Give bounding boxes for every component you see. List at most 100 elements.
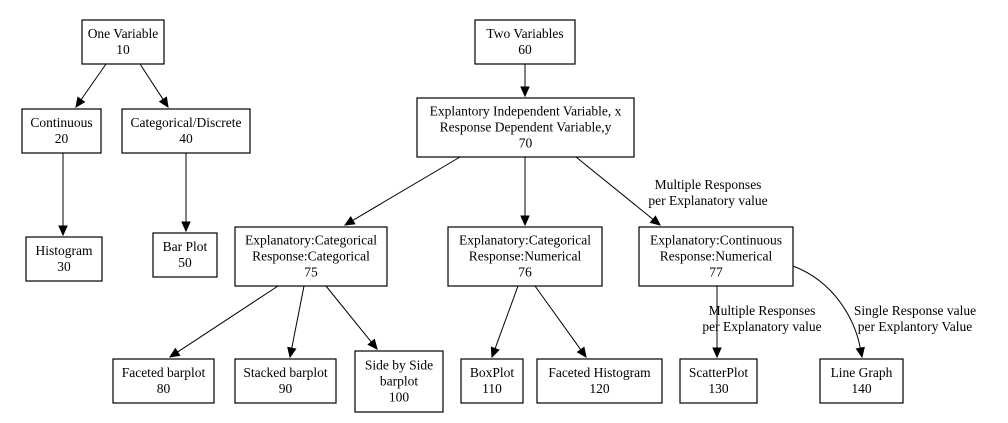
- edge-line: [325, 285, 372, 343]
- edge-75-to-80: [168, 285, 279, 358]
- arrowhead: [168, 347, 181, 358]
- edge-77-to-130: [712, 286, 722, 359]
- arrowhead: [367, 338, 378, 350]
- node-label-line: BoxPlot: [470, 365, 515, 380]
- node-number: 50: [178, 255, 192, 270]
- edge-70-to-75: [343, 156, 461, 226]
- edge-label-line: per Explanatory value: [702, 319, 821, 334]
- node-box: [447, 226, 603, 287]
- node-label-line: Explanatory:Categorical: [459, 233, 591, 248]
- arrowhead: [520, 86, 530, 98]
- edge-10-to-20: [75, 63, 107, 109]
- node-label-line: Faceted barplot: [122, 365, 206, 380]
- node-label-line: Categorical/Discrete: [131, 115, 242, 130]
- node-number: 90: [279, 381, 293, 396]
- edge-60-to-70: [520, 64, 530, 98]
- node-box: [474, 19, 576, 65]
- edge-line: [494, 285, 519, 349]
- node-number: 30: [57, 259, 71, 274]
- node-label-line: Response:Numerical: [660, 249, 773, 264]
- edge-76-to-120: [534, 285, 587, 358]
- node-number: 140: [851, 381, 872, 396]
- node-label-line: barplot: [380, 374, 418, 389]
- node-box: [416, 97, 635, 158]
- node-number: 40: [179, 131, 193, 146]
- node-box: [234, 358, 337, 404]
- node-number: 70: [519, 136, 533, 151]
- node-number: 75: [304, 265, 318, 280]
- edge-70-to-77: [575, 156, 661, 226]
- edge-40-to-50: [181, 153, 191, 233]
- edge-line: [534, 285, 582, 350]
- node-number: 77: [709, 265, 723, 280]
- node-box: [536, 358, 663, 404]
- node-box: [234, 226, 388, 287]
- edge-line: [575, 156, 654, 220]
- node-box: [121, 108, 251, 154]
- edge-label-line: per Explantory Value: [858, 319, 972, 334]
- node-box: [638, 226, 794, 287]
- node-label-line: Bar Plot: [163, 239, 208, 254]
- arrowhead: [576, 346, 587, 358]
- node-number: 110: [482, 381, 502, 396]
- arrowhead: [343, 216, 356, 226]
- edge-20-to-30: [58, 153, 68, 237]
- node-label-line: Histogram: [36, 243, 93, 258]
- arrowhead: [855, 346, 865, 359]
- node-76: Explanatory:CategoricalResponse:Numerica…: [447, 226, 603, 287]
- node-number: 80: [157, 381, 171, 396]
- node-70: Explantory Independent Variable, xRespon…: [416, 97, 635, 158]
- node-box: [460, 358, 524, 404]
- node-label-line: Continuous: [30, 115, 92, 130]
- edge-75-to-100: [325, 285, 378, 350]
- edge-10-to-40: [139, 63, 169, 109]
- node-75: Explanatory:CategoricalResponse:Categori…: [234, 226, 388, 287]
- edge-line: [352, 156, 461, 221]
- node-box: [819, 358, 904, 404]
- node-number: 130: [708, 381, 729, 396]
- edge-label-line: per Explanatory value: [648, 193, 767, 208]
- node-box: [152, 232, 218, 278]
- node-label-line: One Variable: [88, 26, 159, 41]
- node-box: [25, 236, 103, 282]
- arrowhead: [712, 347, 722, 359]
- edge-line: [291, 285, 305, 349]
- edge-line: [80, 63, 107, 100]
- node-label-line: Stacked barplot: [243, 365, 328, 380]
- edge-line: [792, 265, 861, 349]
- edge-line: [139, 63, 164, 100]
- edge-76-to-110: [490, 285, 519, 359]
- edge-70-to-76: [520, 157, 530, 227]
- node-label-line: Explantory Independent Variable, x: [430, 104, 622, 119]
- node-box: [112, 358, 215, 404]
- node-label-line: Faceted Histogram: [548, 365, 651, 380]
- arrowhead: [181, 221, 191, 233]
- node-label-line: Explanatory:Continuous: [650, 233, 782, 248]
- node-label-line: Response:Numerical: [469, 249, 582, 264]
- edge-label-line: Single Response value: [854, 303, 976, 318]
- node-number: 10: [116, 42, 130, 57]
- node-box: [679, 358, 758, 404]
- node-number: 120: [589, 381, 610, 396]
- node-77: Explanatory:ContinuousResponse:Numerical…: [638, 226, 794, 287]
- node-box: [81, 19, 165, 65]
- node-label-line: Response Dependent Variable,y: [440, 120, 612, 135]
- node-label-line: Line Graph: [831, 365, 893, 380]
- edge-75-to-90: [287, 285, 305, 359]
